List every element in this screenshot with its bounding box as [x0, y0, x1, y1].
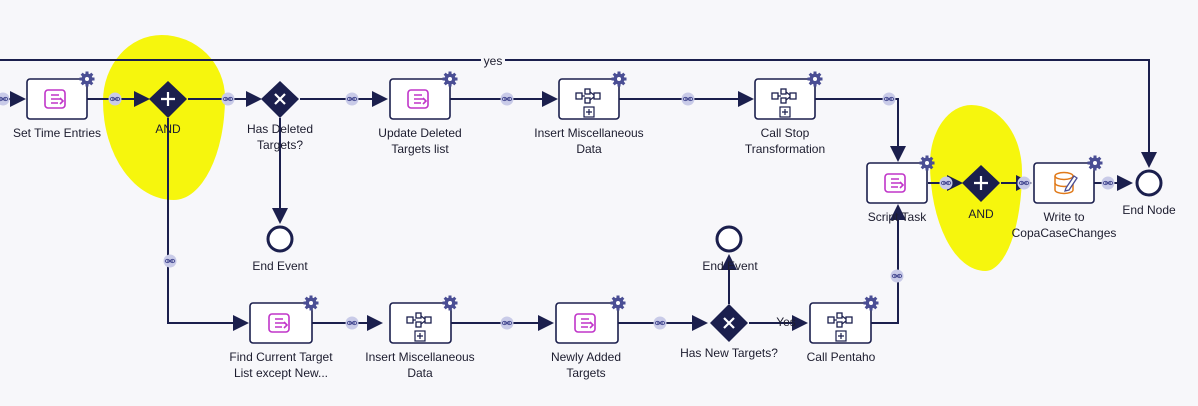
task-insert-misc-bottom[interactable] — [389, 295, 458, 344]
gear-icon — [303, 295, 319, 311]
label-newly-added-1: Newly Added — [550, 350, 622, 364]
gear-icon — [1087, 155, 1103, 171]
label-end-event-right: End Event — [702, 259, 758, 273]
label-has-deleted-1: Has Deleted — [246, 122, 314, 136]
label-call-stop-1: Call Stop — [760, 126, 810, 140]
task-call-pentaho[interactable] — [809, 295, 879, 344]
end-node[interactable] — [1135, 169, 1163, 197]
label-script-task: Script Task — [867, 210, 927, 224]
edge-yes-top — [0, 59, 1157, 168]
label-set-time-entries: Set Time Entries — [12, 126, 102, 140]
edge-pentaho-script — [871, 204, 906, 324]
label-end-node: End Node — [1122, 203, 1176, 217]
label-write-to-2: CopaCaseChanges — [1011, 226, 1117, 240]
gear-icon — [919, 155, 935, 171]
database-icon — [1054, 171, 1078, 195]
label-insert-misc-top-1: Insert Miscellaneous — [534, 126, 644, 140]
end-event-left[interactable] — [266, 225, 294, 253]
task-set-time-entries[interactable] — [26, 71, 95, 120]
label-has-deleted-2: Targets? — [256, 138, 304, 152]
label-update-deleted-1: Update Deleted — [378, 126, 462, 140]
label-call-pentaho: Call Pentaho — [806, 350, 876, 364]
gear-icon — [610, 295, 626, 311]
label-insert-misc-bottom-1: Insert Miscellaneous — [365, 350, 475, 364]
label-and-left: AND — [155, 122, 181, 136]
gear-icon — [863, 295, 879, 311]
gear-icon — [807, 71, 823, 87]
task-find-current[interactable] — [249, 295, 319, 344]
gateway-has-deleted[interactable] — [261, 81, 299, 118]
label-find-current-2: List except New... — [233, 366, 329, 380]
label-insert-misc-top-2: Data — [576, 142, 602, 156]
label-end-event-left: End Event — [252, 259, 308, 273]
label-and-right: AND — [968, 207, 994, 221]
end-event-right[interactable] — [715, 225, 743, 253]
task-newly-added[interactable] — [555, 295, 626, 344]
gear-icon — [611, 71, 627, 87]
task-insert-misc-top[interactable] — [558, 71, 627, 120]
edge-callstop-script — [815, 98, 906, 162]
task-call-stop[interactable] — [754, 71, 823, 120]
edge-and-find — [167, 118, 249, 331]
gear-icon — [442, 295, 458, 311]
gear-icon — [79, 71, 95, 87]
label-update-deleted-2: Targets list — [391, 142, 449, 156]
edge-label-yes-bottom: Yes — [776, 315, 796, 329]
task-script[interactable] — [866, 155, 935, 204]
label-write-to-1: Write to — [1043, 210, 1085, 224]
task-update-deleted[interactable] — [389, 71, 458, 120]
gateway-and-left[interactable] — [149, 81, 187, 118]
label-call-stop-2: Transformation — [744, 142, 826, 156]
label-has-new-targets: Has New Targets? — [680, 346, 778, 360]
edge-label-yes-top: yes — [481, 53, 505, 69]
task-write-to[interactable] — [1033, 155, 1103, 204]
gateway-and-right[interactable] — [962, 165, 1000, 202]
label-find-current-1: Find Current Target — [229, 350, 333, 364]
label-newly-added-2: Targets — [566, 366, 606, 380]
gateway-has-new[interactable] — [710, 304, 748, 342]
gear-icon — [442, 71, 458, 87]
label-insert-misc-bottom-2: Data — [407, 366, 433, 380]
